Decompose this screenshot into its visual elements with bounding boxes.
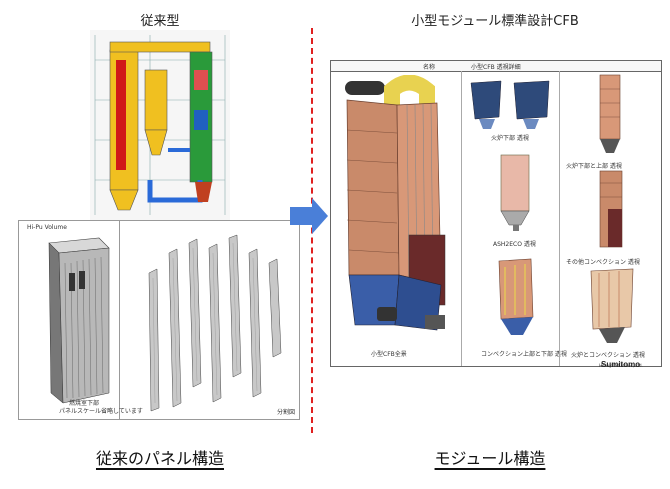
right-heading: 小型モジュール標準設計CFB: [411, 14, 579, 29]
item-label-furnace-lower-upper: 火炉下部と上部 透視: [566, 163, 622, 170]
item-label-furnace-convection: 火炉とコンベクション 透視: [571, 352, 645, 359]
panel-drawing-caption-1: 燃焼室下部: [69, 400, 100, 407]
conventional-boiler-diagram: [90, 30, 230, 220]
item-label-overall: 小型CFB全景: [371, 351, 407, 358]
furnace-convection-module: [579, 267, 645, 349]
modular-design-sheet: 名称 小型CFB 透視詳細: [330, 60, 662, 369]
item-label-convection: コンベクション上部と下部 透視: [481, 351, 567, 358]
right-caption: モジュール構造: [434, 449, 546, 468]
logo-subtext: Heavy Industries, Ltd.: [599, 363, 643, 368]
item-label-other-convection: その他コンベクション 透視: [566, 259, 640, 266]
convection-module: [481, 257, 551, 347]
furnace-lower-upper-module: [586, 73, 636, 159]
panel-drawing-divider: [119, 221, 120, 419]
left-caption: 従来のパネル構造: [95, 449, 224, 468]
panel-drawing-caption-2: パネルスケール省略しています: [59, 408, 143, 415]
item-label-ash2eco: ASH2ECO 透視: [493, 241, 536, 248]
sheet-header-bar: 名称 小型CFB 透視詳細: [331, 61, 661, 72]
assembled-furnace-illustration: [29, 233, 117, 413]
sheet-divider: [461, 71, 462, 366]
item-label-furnace-lower: 火炉下部 透視: [491, 135, 529, 142]
exploded-drawing-label: 分割図: [277, 409, 296, 416]
logo-text: Sumitomo: [601, 360, 641, 369]
other-convection-module: [586, 169, 636, 255]
panel-structure-drawing: Hi-Pu Volume 燃焼室下部 パネルスケール省略しています: [18, 220, 300, 420]
cfb-overall-module: [337, 75, 459, 347]
sheet-divider-2: [559, 71, 560, 366]
left-heading: 従来型: [140, 14, 180, 29]
sumitomo-logo: Sumitomo: [601, 354, 640, 372]
panel-drawing-title: Hi-Pu Volume: [27, 224, 67, 231]
furnace-lower-module: [469, 77, 554, 132]
ash2eco-module: [491, 153, 541, 233]
transition-arrow: [290, 196, 330, 236]
exploded-panels-illustration: [129, 233, 294, 413]
sheet-title: 小型CFB 透視詳細: [471, 64, 521, 71]
sheet-tab-label: 名称: [423, 64, 436, 71]
